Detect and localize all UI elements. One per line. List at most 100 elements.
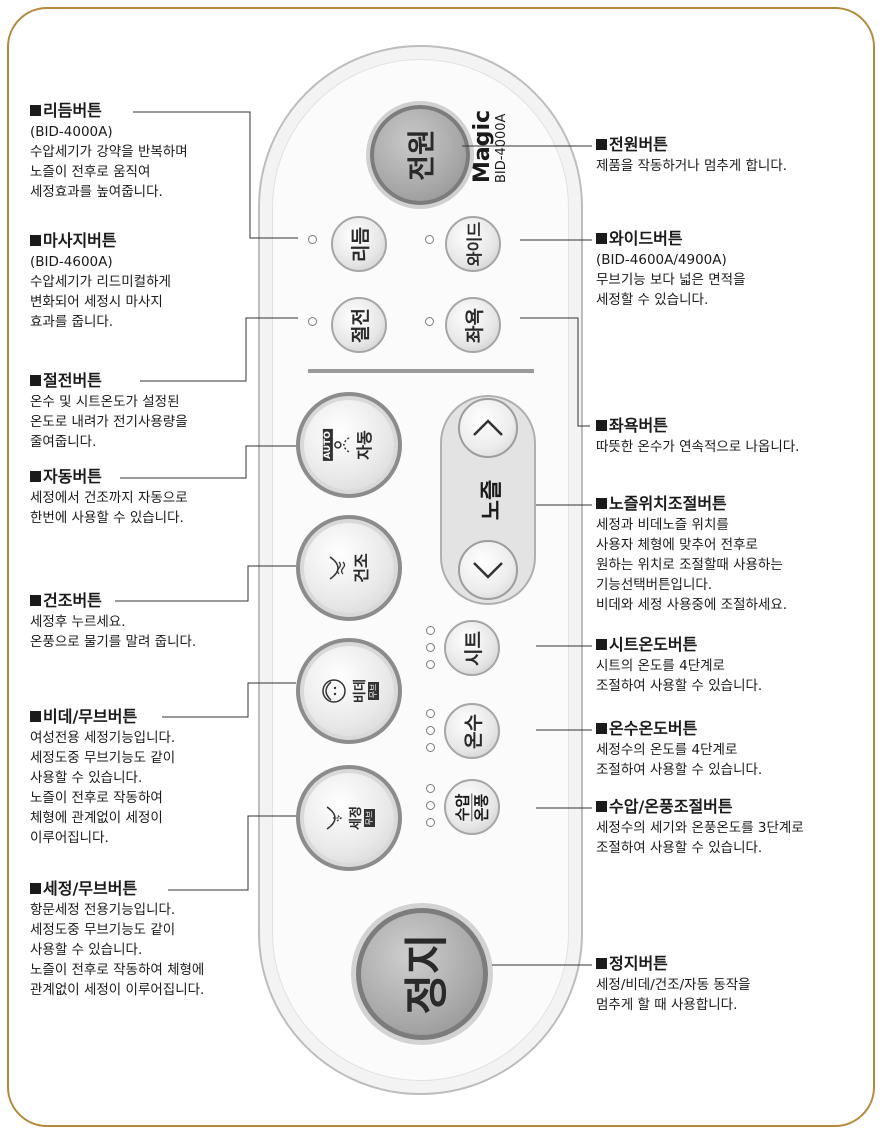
label-line: 기능선택버튼입니다. [596,577,713,593]
wash-button-face: 세정 무브 [323,803,375,833]
auto-button[interactable]: AUTO 자동 [296,392,402,498]
water-led-3 [426,743,435,752]
label-line: 제품을 작동하거나 멈추게 합니다. [596,158,788,174]
label-line: 세정도중 무브기능도 같이 [30,922,176,938]
dry-wind-icon [329,556,346,580]
label-line: 세정도중 무브기능도 같이 [30,750,176,766]
label-line: 조절하여 사용할 수 있습니다. [596,762,763,778]
seat-led-3 [426,660,435,669]
dry-button[interactable]: 건조 [296,515,402,621]
label-rhythm-title: 리듬버튼 [30,100,188,122]
label-water-temp: 온수온도버튼 세정수의 온도를 4단계로 조절하여 사용할 수 있습니다. [596,718,762,780]
label-power-save: 절전버튼 온수 및 시트온도가 설정된 온도로 내려가 전기사용량을 줄여줍니다… [30,370,188,452]
label-wide: 와이드버튼 (BID-4600A/4900A) 무브기능 보다 넓은 면적을 세… [596,228,746,310]
label-line: 세정과 비데노즐 위치를 [596,517,729,533]
label-nozzle: 노즐위치조절버튼 세정과 비데노즐 위치를 사용자 체형에 맞추어 전후로 원하… [596,493,787,615]
leader-wash [168,815,296,891]
label-line: 효과를 줍니다. [30,314,114,330]
label-seat-bath-title: 좌욕버튼 [596,415,799,437]
wash-icon [326,806,343,830]
pressure-led-2 [426,801,435,810]
label-bidet: 비데/무브버튼 여성전용 세정기능입니다. 세정도중 무브기능도 같이 사용할 … [30,706,175,848]
label-line: 줄여줍니다. [30,434,97,450]
label-line: 세정수의 온도를 4단계로 [596,742,738,758]
label-line: 비데와 세정 사용중에 조절하세요. [596,597,788,613]
label-line: 수압세기가 리드미컬하게 [30,274,171,290]
label-line: 따뜻한 온수가 연속적으로 나옵니다. [596,439,800,455]
label-line: 멈추게 할 때 사용합니다. [596,997,738,1013]
leader-dry [115,565,296,602]
label-line: 온수 및 시트온도가 설정된 [30,394,180,410]
leader-save [140,317,298,382]
leader-auto [120,445,296,479]
label-line: 세정후 누르세요. [30,614,126,630]
rhythm-button[interactable]: 리듬 [331,216,387,272]
wide-button[interactable]: 와이드 [445,216,501,272]
label-power: 전원버튼 제품을 작동하거나 멈추게 합니다. [596,134,787,176]
label-line: 원하는 위치로 조절할때 사용하는 [596,557,783,573]
label-seat-temp-title: 시트온도버튼 [596,634,762,656]
seat-bath-led [425,317,434,326]
save-led [308,317,317,326]
label-line: 조절하여 사용할 수 있습니다. [596,840,763,856]
label-massage-title: 마사지버튼 [30,230,171,252]
bidet-button[interactable]: 비데 무브 [296,638,402,744]
label-line: 세정수의 세기와 온풍온도를 3단계로 [596,820,804,836]
label-wash: 세정/무브버튼 항문세정 전용기능입니다. 세정도중 무브기능도 같이 사용할 … [30,878,204,1000]
label-line: 세정에서 건조까지 자동으로 [30,490,188,506]
label-pressure-air-title: 수압/온풍조절버튼 [596,796,804,818]
label-auto-title: 자동버튼 [30,466,188,488]
water-temp-button[interactable]: 온수 [444,703,500,759]
label-line: (BID-4000A) [30,124,113,140]
label-power-title: 전원버튼 [596,134,787,156]
label-wide-title: 와이드버튼 [596,228,746,250]
pressure-led-1 [426,784,435,793]
label-line: 관계없이 세정이 이루어집니다. [30,982,205,998]
label-line: 이루어집니다. [30,830,109,846]
leader-rhythm [133,111,298,239]
label-power-save-title: 절전버튼 [30,370,188,392]
leader-bidet [162,682,296,718]
label-line: (BID-4600A) [30,254,113,270]
nozzle-down-button[interactable] [458,540,518,600]
label-seat-bath: 좌욕버튼 따뜻한 온수가 연속적으로 나옵니다. [596,415,799,457]
nozzle-up-button[interactable] [458,398,518,458]
label-bidet-title: 비데/무브버튼 [30,706,175,728]
chevron-up-icon [473,419,503,436]
wash-button[interactable]: 세정 무브 [296,765,402,871]
seat-bath-button[interactable]: 좌욕 [445,297,501,353]
label-line: 사용할 수 있습니다. [30,770,143,786]
label-line: 온풍으로 물기를 말려 줍니다. [30,634,197,650]
power-save-button[interactable]: 절전 [331,297,387,353]
label-line: 무브기능 보다 넓은 면적을 [596,272,746,288]
label-line: 세정할 수 있습니다. [596,292,709,308]
label-seat-temp: 시트온도버튼 시트의 온도를 4단계로 조절하여 사용할 수 있습니다. [596,634,762,696]
stop-button[interactable]: 정지 [356,908,488,1040]
wide-led [425,235,434,244]
label-stop: 정지버튼 세정/비데/건조/자동 동작을 멈추게 할 때 사용합니다. [596,953,751,1015]
dry-button-face: 건조 [326,553,372,583]
label-line: 변화되어 세정시 마사지 [30,294,163,310]
label-line: 항문세정 전용기능입니다. [30,902,176,918]
label-rhythm: 리듬버튼 (BID-4000A) 수압세기가 강약을 반복하며 노즐이 전후로 … [30,100,188,202]
label-line: 노즐이 전후로 작동하여 체형에 [30,962,205,978]
label-water-temp-title: 온수온도버튼 [596,718,762,740]
label-line: 조절하여 사용할 수 있습니다. [596,678,763,694]
water-led-1 [426,709,435,718]
chevron-down-icon [473,562,503,579]
pressure-led-3 [426,818,435,827]
outer-frame [7,7,875,1127]
label-line: 사용할 수 있습니다. [30,942,143,958]
label-dry: 건조버튼 세정후 누르세요. 온풍으로 물기를 말려 줍니다. [30,590,196,652]
seat-temp-button[interactable]: 시트 [444,620,500,676]
power-button[interactable]: 전원 [370,105,470,205]
label-line: 여성전용 세정기능입니다. [30,730,176,746]
label-pressure-air: 수압/온풍조절버튼 세정수의 세기와 온풍온도를 3단계로 조절하여 사용할 수… [596,796,804,858]
label-line: 노즐이 전후로 움직여 [30,164,151,180]
pressure-air-button[interactable]: 수압 온풍 [444,779,500,835]
label-auto: 자동버튼 세정에서 건조까지 자동으로 한번에 사용할 수 있습니다. [30,466,188,528]
label-line: 시트의 온도를 4단계로 [596,658,725,674]
seat-led-1 [426,626,435,635]
label-line: 노즐이 전후로 작동하여 [30,790,163,806]
